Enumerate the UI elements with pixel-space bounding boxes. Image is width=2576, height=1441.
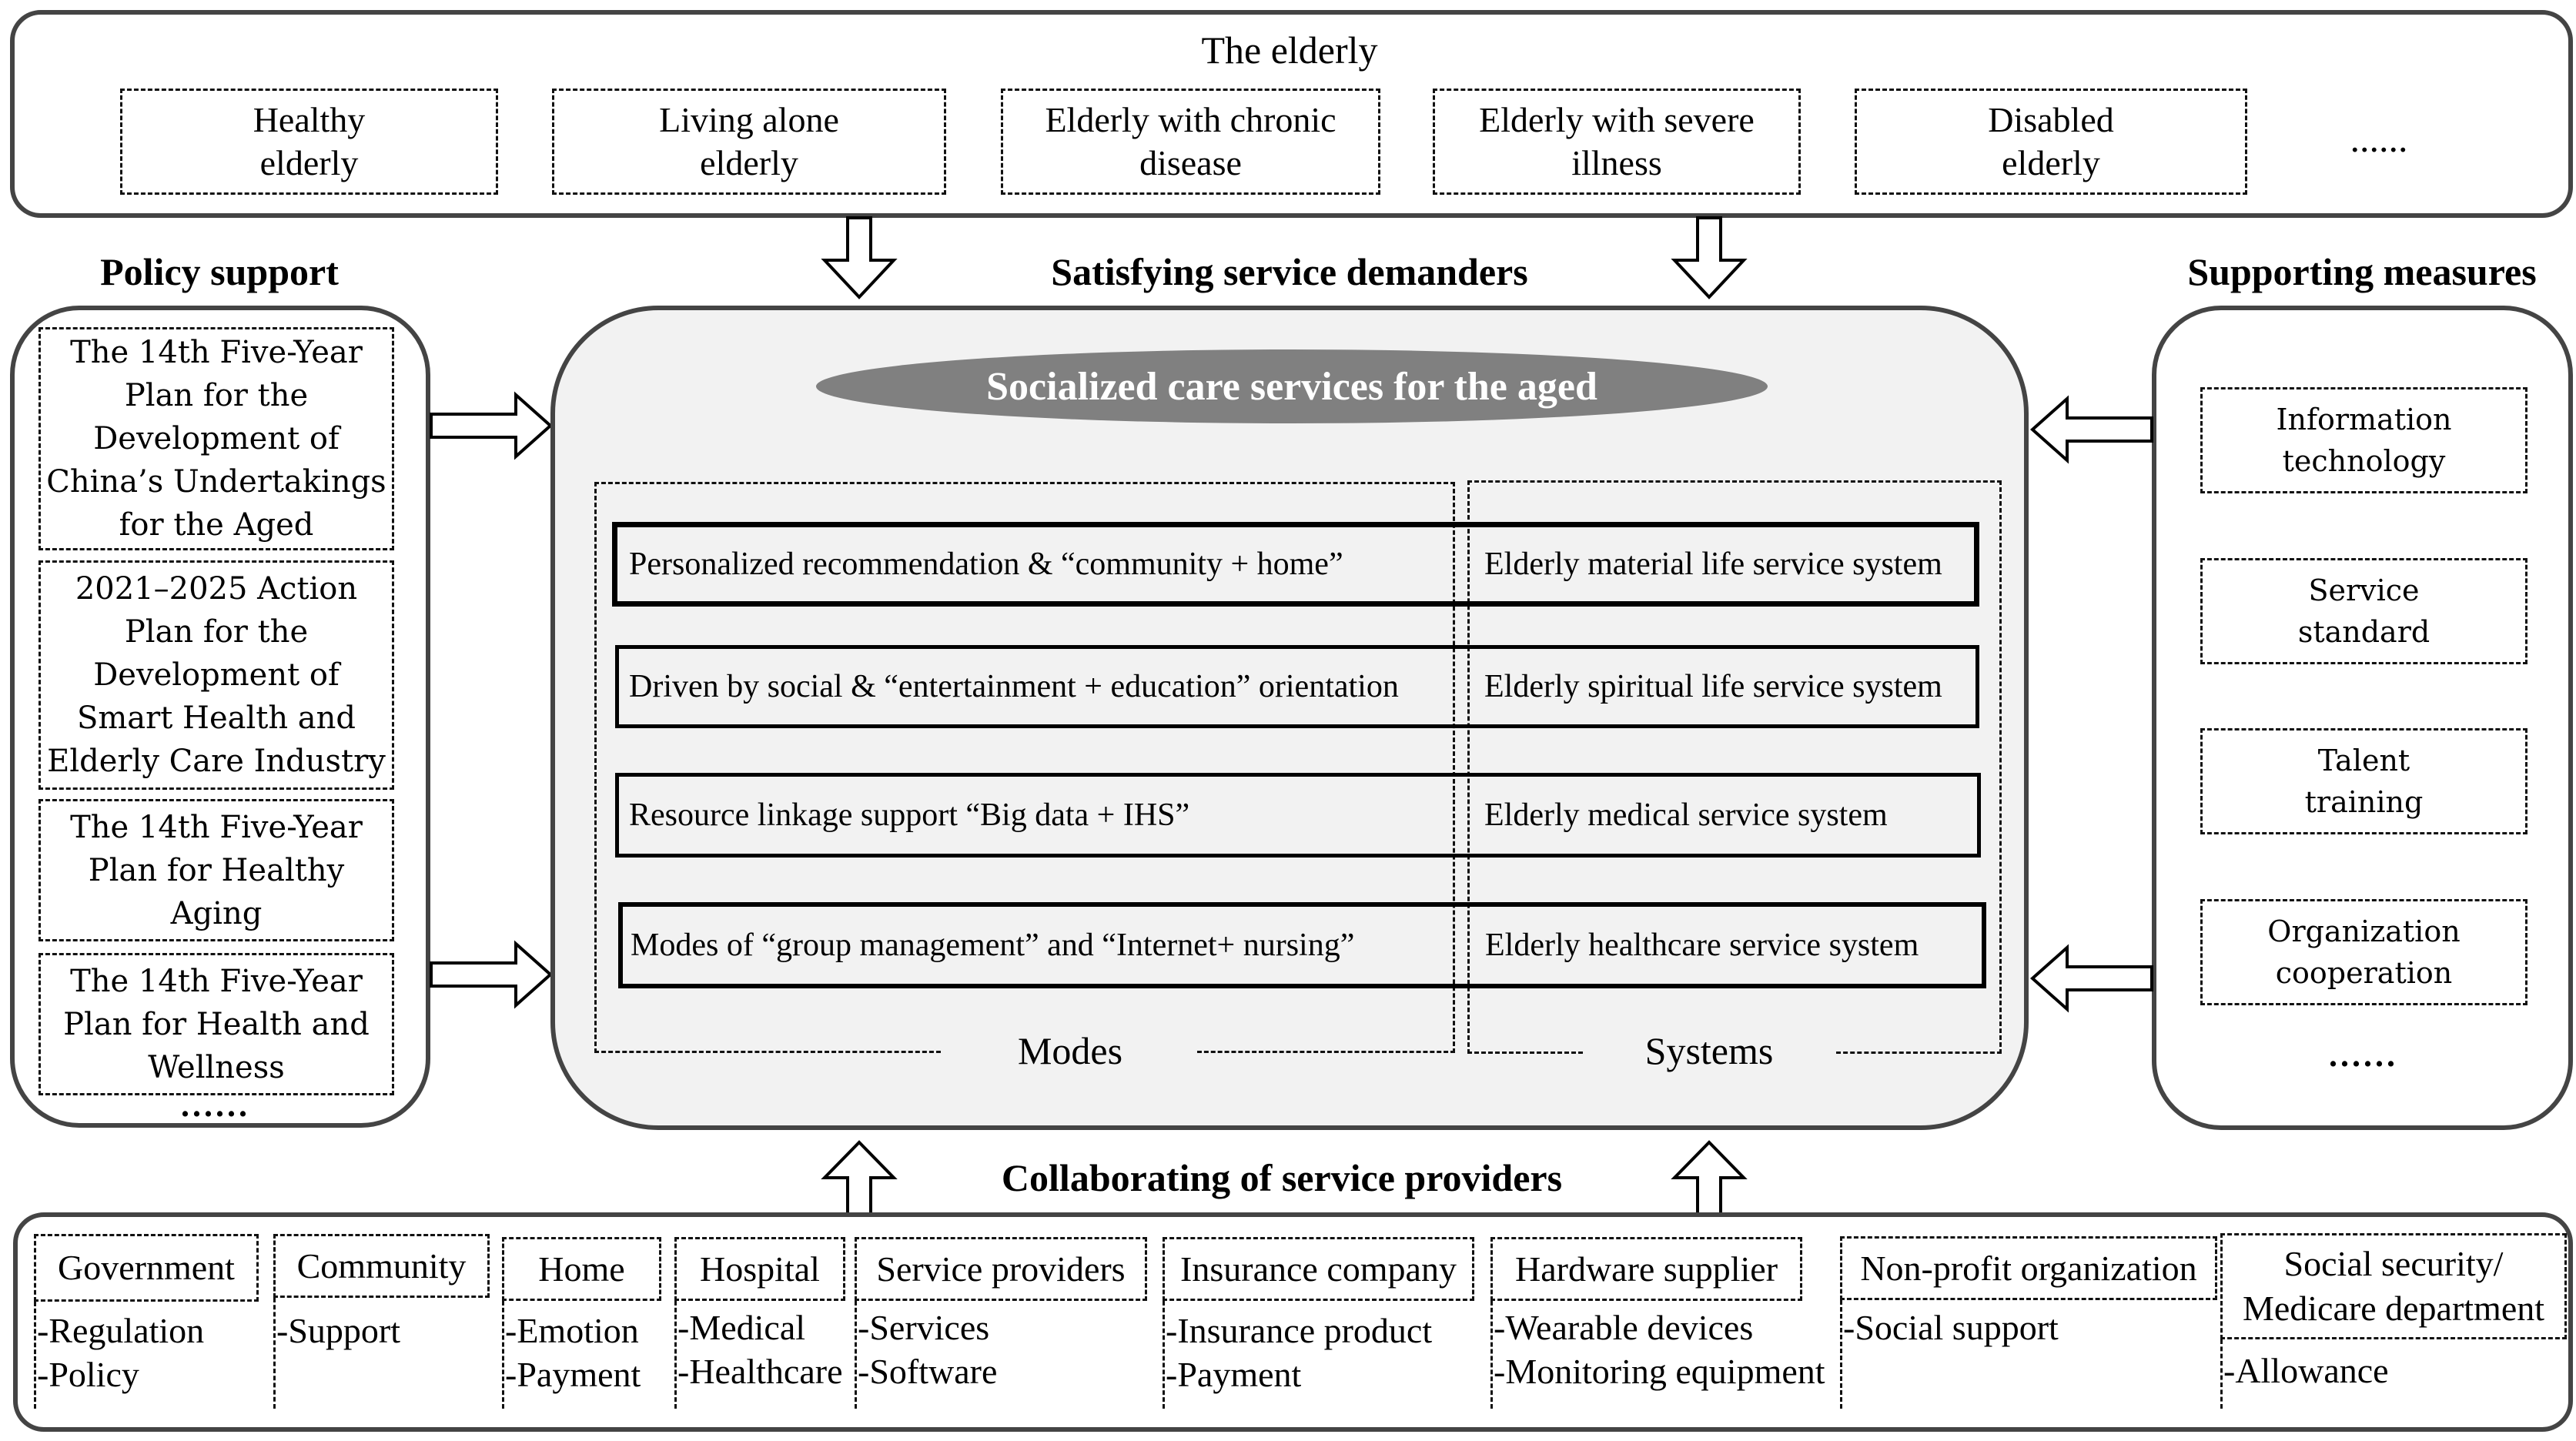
provider-role: -Monitoring equipment xyxy=(1494,1352,1825,1391)
system-healthcare: Elderly healthcare service system xyxy=(1485,928,1919,963)
heading-supporting-measures: Supporting measures xyxy=(2187,250,2537,293)
elderly-group-disabled: Disabled elderly xyxy=(1855,89,2247,195)
center-title-ellipse xyxy=(816,349,1768,423)
center-title: Socialized care services for the aged xyxy=(986,364,1597,409)
provider-column-divider xyxy=(1490,1301,1493,1409)
provider-role: -Payment xyxy=(1166,1355,1302,1394)
up-arrow-left-icon xyxy=(821,1140,898,1218)
provider-role: -Allowance xyxy=(2223,1351,2389,1390)
elderly-group-severe-illness: Elderly with severe illness xyxy=(1433,89,1801,195)
left-arrow-measures-upper-icon xyxy=(2029,395,2153,464)
center-row-material-life: Personalized recommendation & “community… xyxy=(612,522,1979,607)
provider-insurance-company: Insurance company xyxy=(1163,1237,1474,1301)
elderly-panel xyxy=(10,10,2573,218)
provider-hardware-supplier: Hardware supplier xyxy=(1490,1237,1802,1301)
elderly-group-living-alone: Living alone elderly xyxy=(552,89,946,195)
policy-item-healthy-aging: The 14th Five-Year Plan for Healthy Agin… xyxy=(38,799,394,941)
mode-personalized-recommendation: Personalized recommendation & “community… xyxy=(629,547,1343,582)
systems-bottom-right-dash xyxy=(1836,1051,2002,1054)
provider-role: -Policy xyxy=(37,1355,139,1394)
provider-role: -Services xyxy=(858,1308,990,1347)
system-medical: Elderly medical service system xyxy=(1484,797,1888,833)
heading-satisfying-demanders: Satisfying service demanders xyxy=(1051,250,1528,293)
provider-role: -Payment xyxy=(505,1355,641,1394)
provider-social-security-medicare-department: Social security/ Medicare department xyxy=(2220,1233,2567,1339)
measures-ellipsis: ...... xyxy=(2329,1035,2398,1074)
center-row-healthcare: Modes of “group management” and “Interne… xyxy=(618,902,1986,988)
provider-role: -Medical xyxy=(677,1308,806,1347)
center-row-spiritual-life: Driven by social & “entertainment + educ… xyxy=(615,645,1979,728)
provider-role: -Insurance product xyxy=(1166,1311,1433,1350)
modes-label: Modes xyxy=(1017,1029,1123,1072)
elderly-group-chronic-disease: Elderly with chronic disease xyxy=(1001,89,1380,195)
provider-community: Community xyxy=(273,1234,490,1298)
provider-column-divider xyxy=(273,1298,276,1409)
provider-non-profit-organization: Non-profit organization xyxy=(1840,1236,2217,1300)
mode-social-entertainment-education: Driven by social & “entertainment + educ… xyxy=(629,669,1399,704)
measure-talent-training: Talent training xyxy=(2200,728,2527,834)
provider-column-divider xyxy=(34,1302,36,1409)
provider-government: Government xyxy=(34,1234,259,1302)
policy-item-smart-health-action-plan: 2021–2025 Action Plan for the Developmen… xyxy=(38,560,394,790)
policy-ellipsis: ...... xyxy=(181,1085,250,1124)
mode-resource-linkage: Resource linkage support “Big data + IHS… xyxy=(629,797,1190,833)
measures-panel xyxy=(2152,306,2573,1130)
modes-bottom-right-dash xyxy=(1197,1051,1455,1053)
modes-region xyxy=(594,482,1455,1053)
provider-role: -Regulation xyxy=(37,1311,205,1350)
heading-collaborating-providers: Collaborating of service providers xyxy=(1001,1156,1563,1199)
heading-policy-support: Policy support xyxy=(100,250,339,293)
providers-panel xyxy=(13,1212,2573,1432)
mode-group-management-internet-nursing: Modes of “group management” and “Interne… xyxy=(631,928,1355,963)
systems-label: Systems xyxy=(1644,1029,1774,1072)
center-row-medical: Resource linkage support “Big data + IHS… xyxy=(615,773,1981,858)
provider-role: -Support xyxy=(276,1311,400,1350)
provider-column-divider xyxy=(674,1301,677,1409)
systems-region xyxy=(1467,480,2002,1054)
provider-role: -Wearable devices xyxy=(1494,1308,1754,1347)
provider-home: Home xyxy=(502,1237,661,1301)
systems-bottom-left-dash xyxy=(1467,1051,1583,1054)
provider-column-divider xyxy=(2220,1339,2223,1409)
elderly-group-healthy: Healthy elderly xyxy=(120,89,498,195)
modes-bottom-left-dash xyxy=(594,1051,941,1053)
provider-column-divider xyxy=(502,1301,504,1409)
provider-service-providers: Service providers xyxy=(855,1237,1147,1301)
policy-panel xyxy=(10,306,430,1128)
elderly-title: The elderly xyxy=(1201,28,1378,72)
provider-hospital: Hospital xyxy=(674,1237,845,1301)
measure-organization-cooperation: Organization cooperation xyxy=(2200,899,2527,1005)
system-material-life: Elderly material life service system xyxy=(1484,547,1942,582)
elderly-ellipsis: ...... xyxy=(2350,117,2408,160)
up-arrow-right-icon xyxy=(1671,1140,1748,1218)
down-arrow-right-icon xyxy=(1671,216,1748,299)
center-panel xyxy=(550,306,2029,1130)
right-arrow-policy-lower-icon xyxy=(430,940,554,1009)
down-arrow-left-icon xyxy=(821,216,898,299)
provider-role: -Software xyxy=(858,1352,998,1391)
measure-information-technology: Information technology xyxy=(2200,387,2527,493)
policy-item-aged-undertakings: The 14th Five-Year Plan for the Developm… xyxy=(38,327,394,550)
provider-column-divider xyxy=(1840,1300,1842,1409)
right-arrow-policy-upper-icon xyxy=(430,391,554,460)
policy-item-health-wellness: The 14th Five-Year Plan for Health and W… xyxy=(38,953,394,1095)
measure-service-standard: Service standard xyxy=(2200,558,2527,664)
provider-role: -Emotion xyxy=(505,1311,639,1350)
provider-column-divider xyxy=(855,1301,857,1409)
system-spiritual-life: Elderly spiritual life service system xyxy=(1484,669,1942,704)
provider-role: -Social support xyxy=(1843,1308,2059,1347)
provider-column-divider xyxy=(1163,1301,1165,1409)
provider-role: -Healthcare xyxy=(677,1352,843,1391)
left-arrow-measures-lower-icon xyxy=(2029,944,2153,1013)
